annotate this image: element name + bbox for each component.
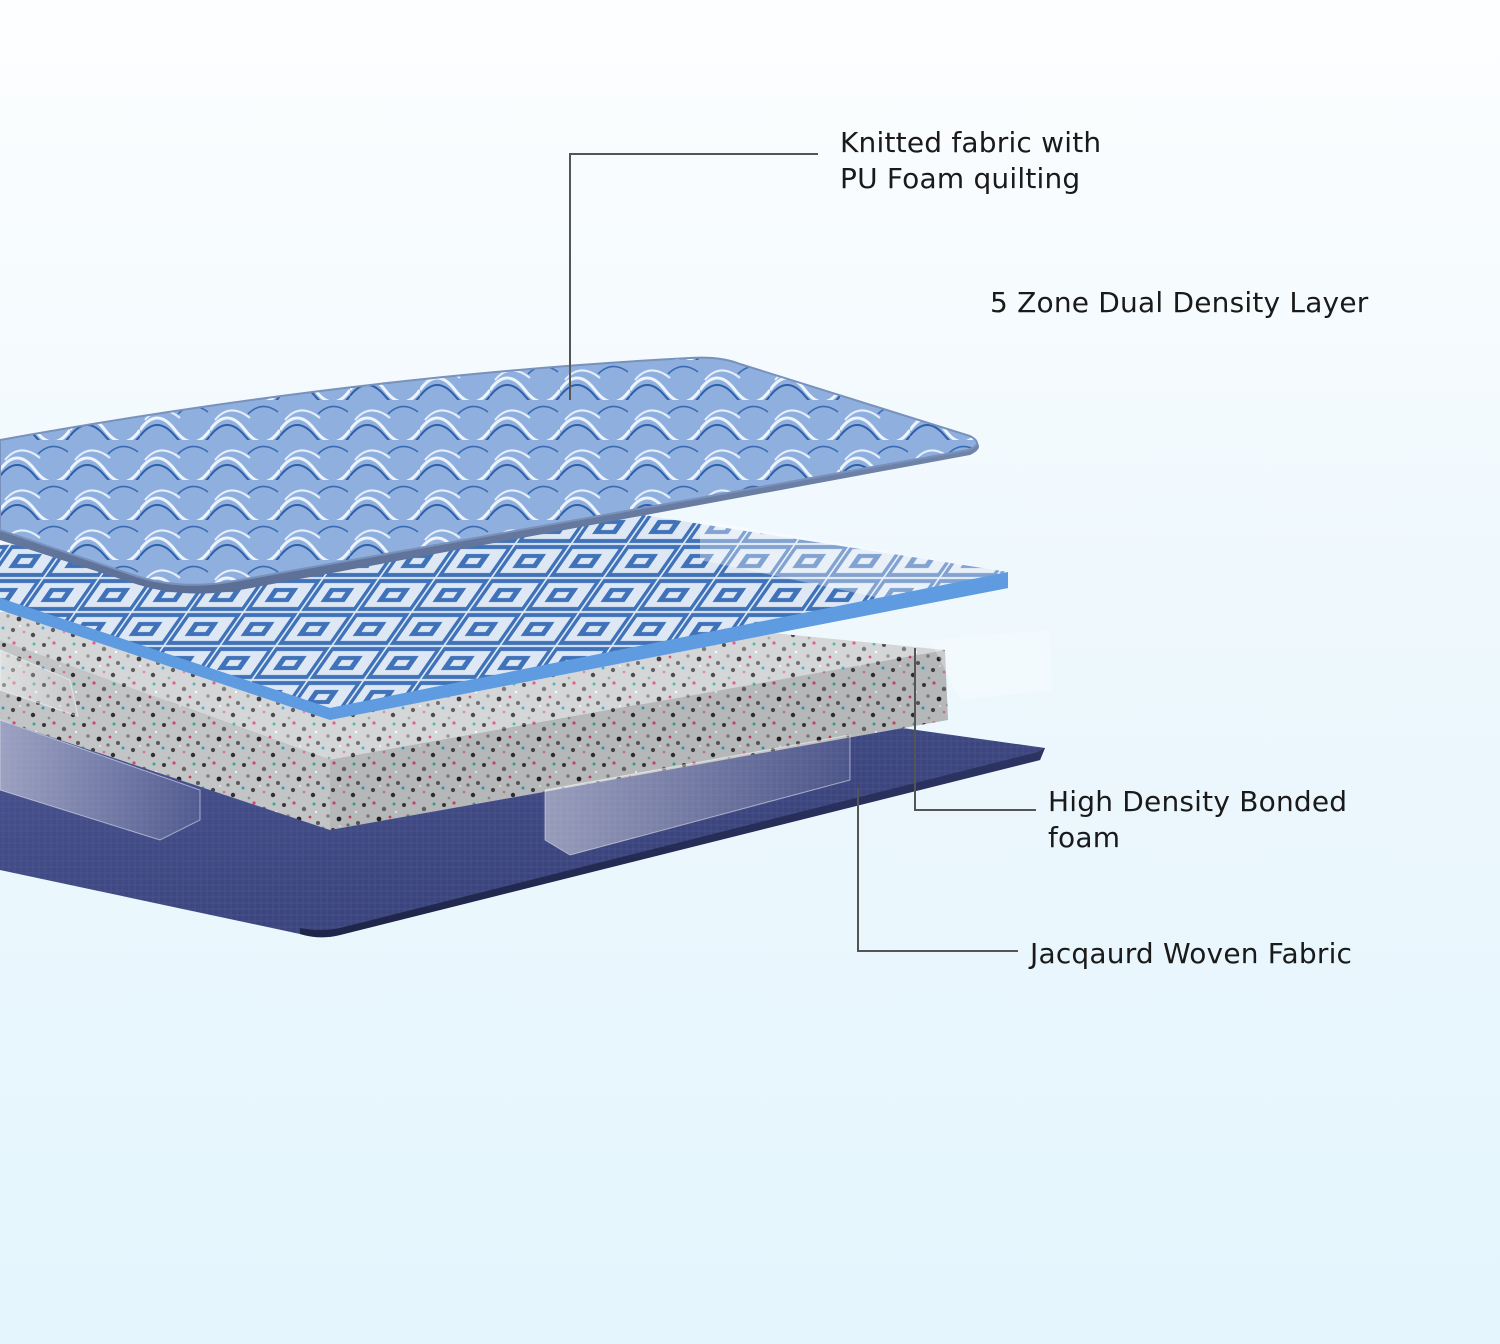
leader-lines — [569, 153, 1036, 952]
leader-line-knitted — [569, 153, 818, 400]
leader-line-jacquard — [857, 788, 1018, 952]
leader-line-bonded — [914, 648, 1036, 811]
label-five-zone-layer: 5 Zone Dual Density Layer — [990, 285, 1368, 321]
label-jacquard-text: Jacqaurd Woven Fabric — [1030, 937, 1353, 970]
glass-support-bars — [0, 630, 1052, 856]
label-bonded-foam: High Density Bonded foam — [1048, 784, 1347, 856]
label-knitted-fabric: Knitted fabric with PU Foam quilting — [840, 125, 1101, 197]
knitted-fabric-pu-foam-layer — [0, 356, 979, 594]
label-bonded-line2: foam — [1048, 821, 1121, 854]
label-knitted-line2: PU Foam quilting — [840, 162, 1081, 195]
label-knitted-line1: Knitted fabric with — [840, 126, 1102, 159]
label-jacquard-fabric: Jacqaurd Woven Fabric — [1030, 936, 1352, 972]
label-zone-text: 5 Zone Dual Density Layer — [990, 286, 1369, 319]
label-bonded-line1: High Density Bonded — [1048, 785, 1348, 818]
